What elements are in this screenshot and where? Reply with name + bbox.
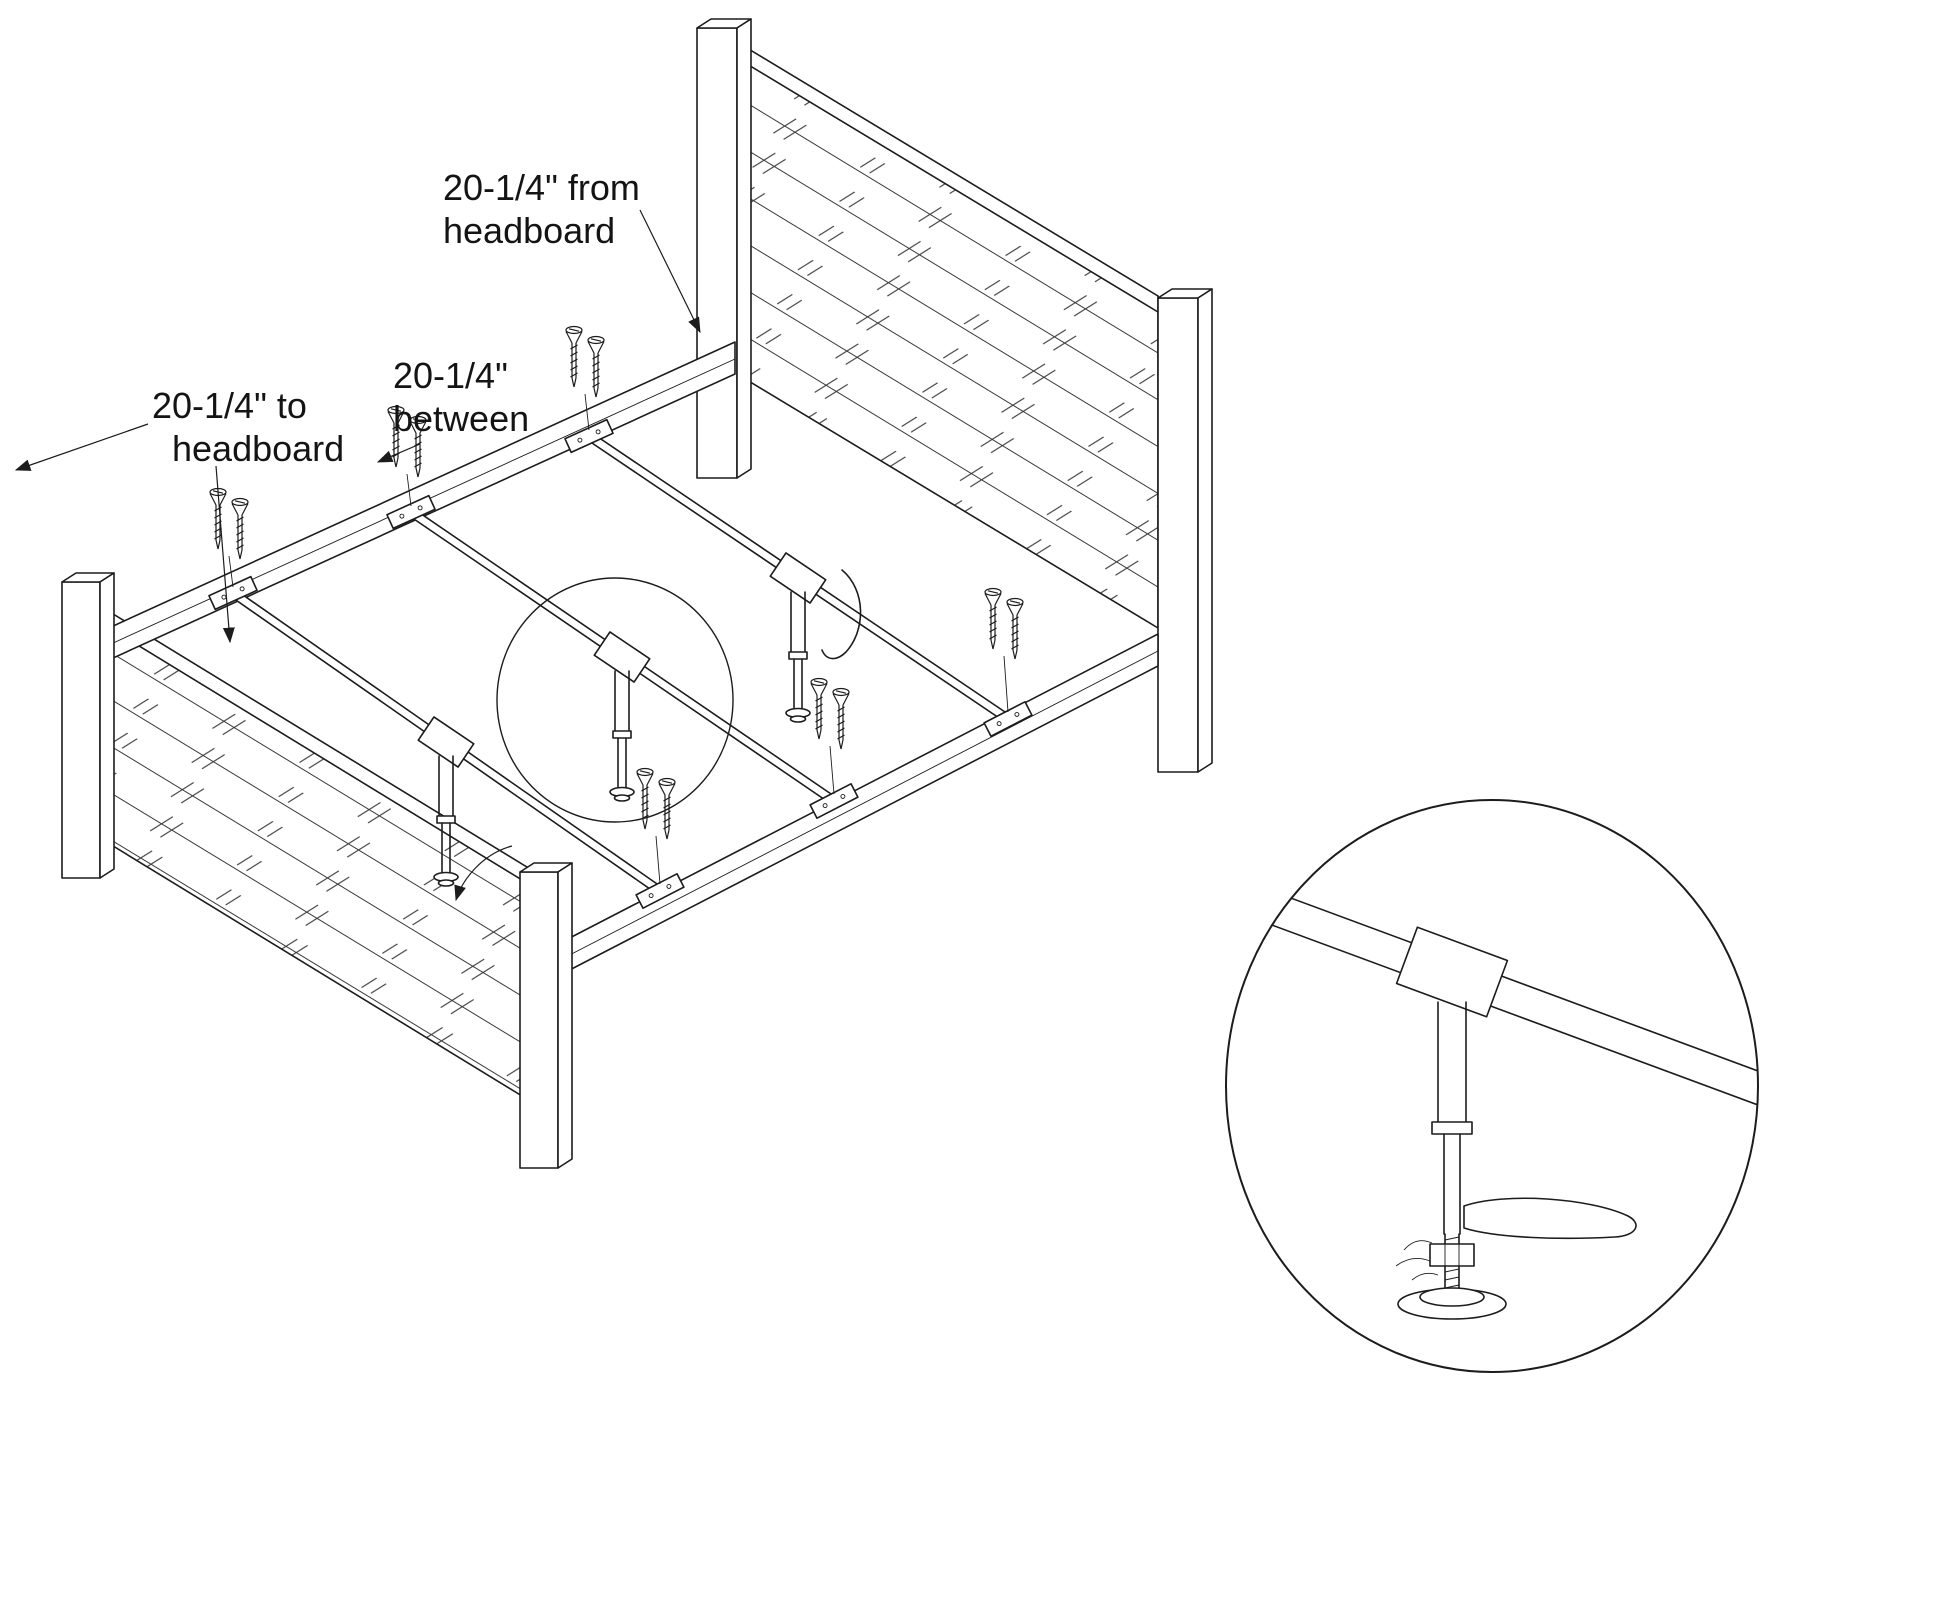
center-leg-3 — [433, 755, 459, 887]
headboard-panel — [736, 57, 1159, 629]
headboard-post-left — [696, 18, 752, 479]
label-to-headboard-line2: headboard — [172, 428, 344, 469]
footboard-post-left — [61, 572, 115, 879]
label-between-line1: 20-1/4" — [393, 355, 508, 396]
footboard-post-front — [519, 862, 573, 1169]
detail-threaded-foot — [1395, 1197, 1637, 1320]
mounting-plates — [208, 418, 1033, 910]
center-leg-1 — [785, 591, 811, 723]
footboard-top-rail — [99, 605, 559, 887]
screw-icon — [565, 325, 583, 388]
leader-to-headboard — [215, 465, 235, 644]
screws — [209, 325, 1024, 885]
headboard-post-right — [1157, 288, 1213, 773]
callout-curve — [454, 845, 513, 902]
headboard-top-rail — [736, 41, 1159, 297]
detail-lever-handle — [1463, 1197, 1637, 1240]
label-from-headboard-line1: 20-1/4" from — [443, 167, 640, 208]
screw-icon — [984, 587, 1002, 650]
dimension-leaders — [14, 209, 701, 644]
footboard — [99, 605, 559, 1119]
screw-icon — [587, 335, 605, 398]
detail-view — [1225, 799, 1759, 1373]
label-between-line2: between — [393, 398, 529, 439]
detail-leg — [1431, 1001, 1473, 1235]
leader-between — [376, 443, 421, 463]
leader-from-headboard — [639, 209, 701, 334]
side-rail-right — [557, 633, 1159, 977]
screw-icon — [1006, 597, 1024, 660]
detail-coupling — [1395, 926, 1509, 1018]
screw-icon — [231, 497, 249, 560]
label-from-headboard-line2: headboard — [443, 210, 615, 251]
retainer-hook — [821, 569, 862, 660]
center-leg-2 — [609, 670, 635, 802]
label-to-headboard-line1: 20-1/4" to — [152, 385, 307, 426]
detail-lock-nut — [1429, 1243, 1475, 1267]
dimension-labels: 20-1/4" from headboard 20-1/4" between 2… — [152, 167, 640, 469]
leader-to-headboard-left — [14, 423, 149, 471]
screw-icon — [832, 687, 850, 750]
detail-indicator-circle — [496, 577, 734, 823]
screw-icon — [810, 677, 828, 740]
footboard-panel — [99, 621, 559, 1119]
